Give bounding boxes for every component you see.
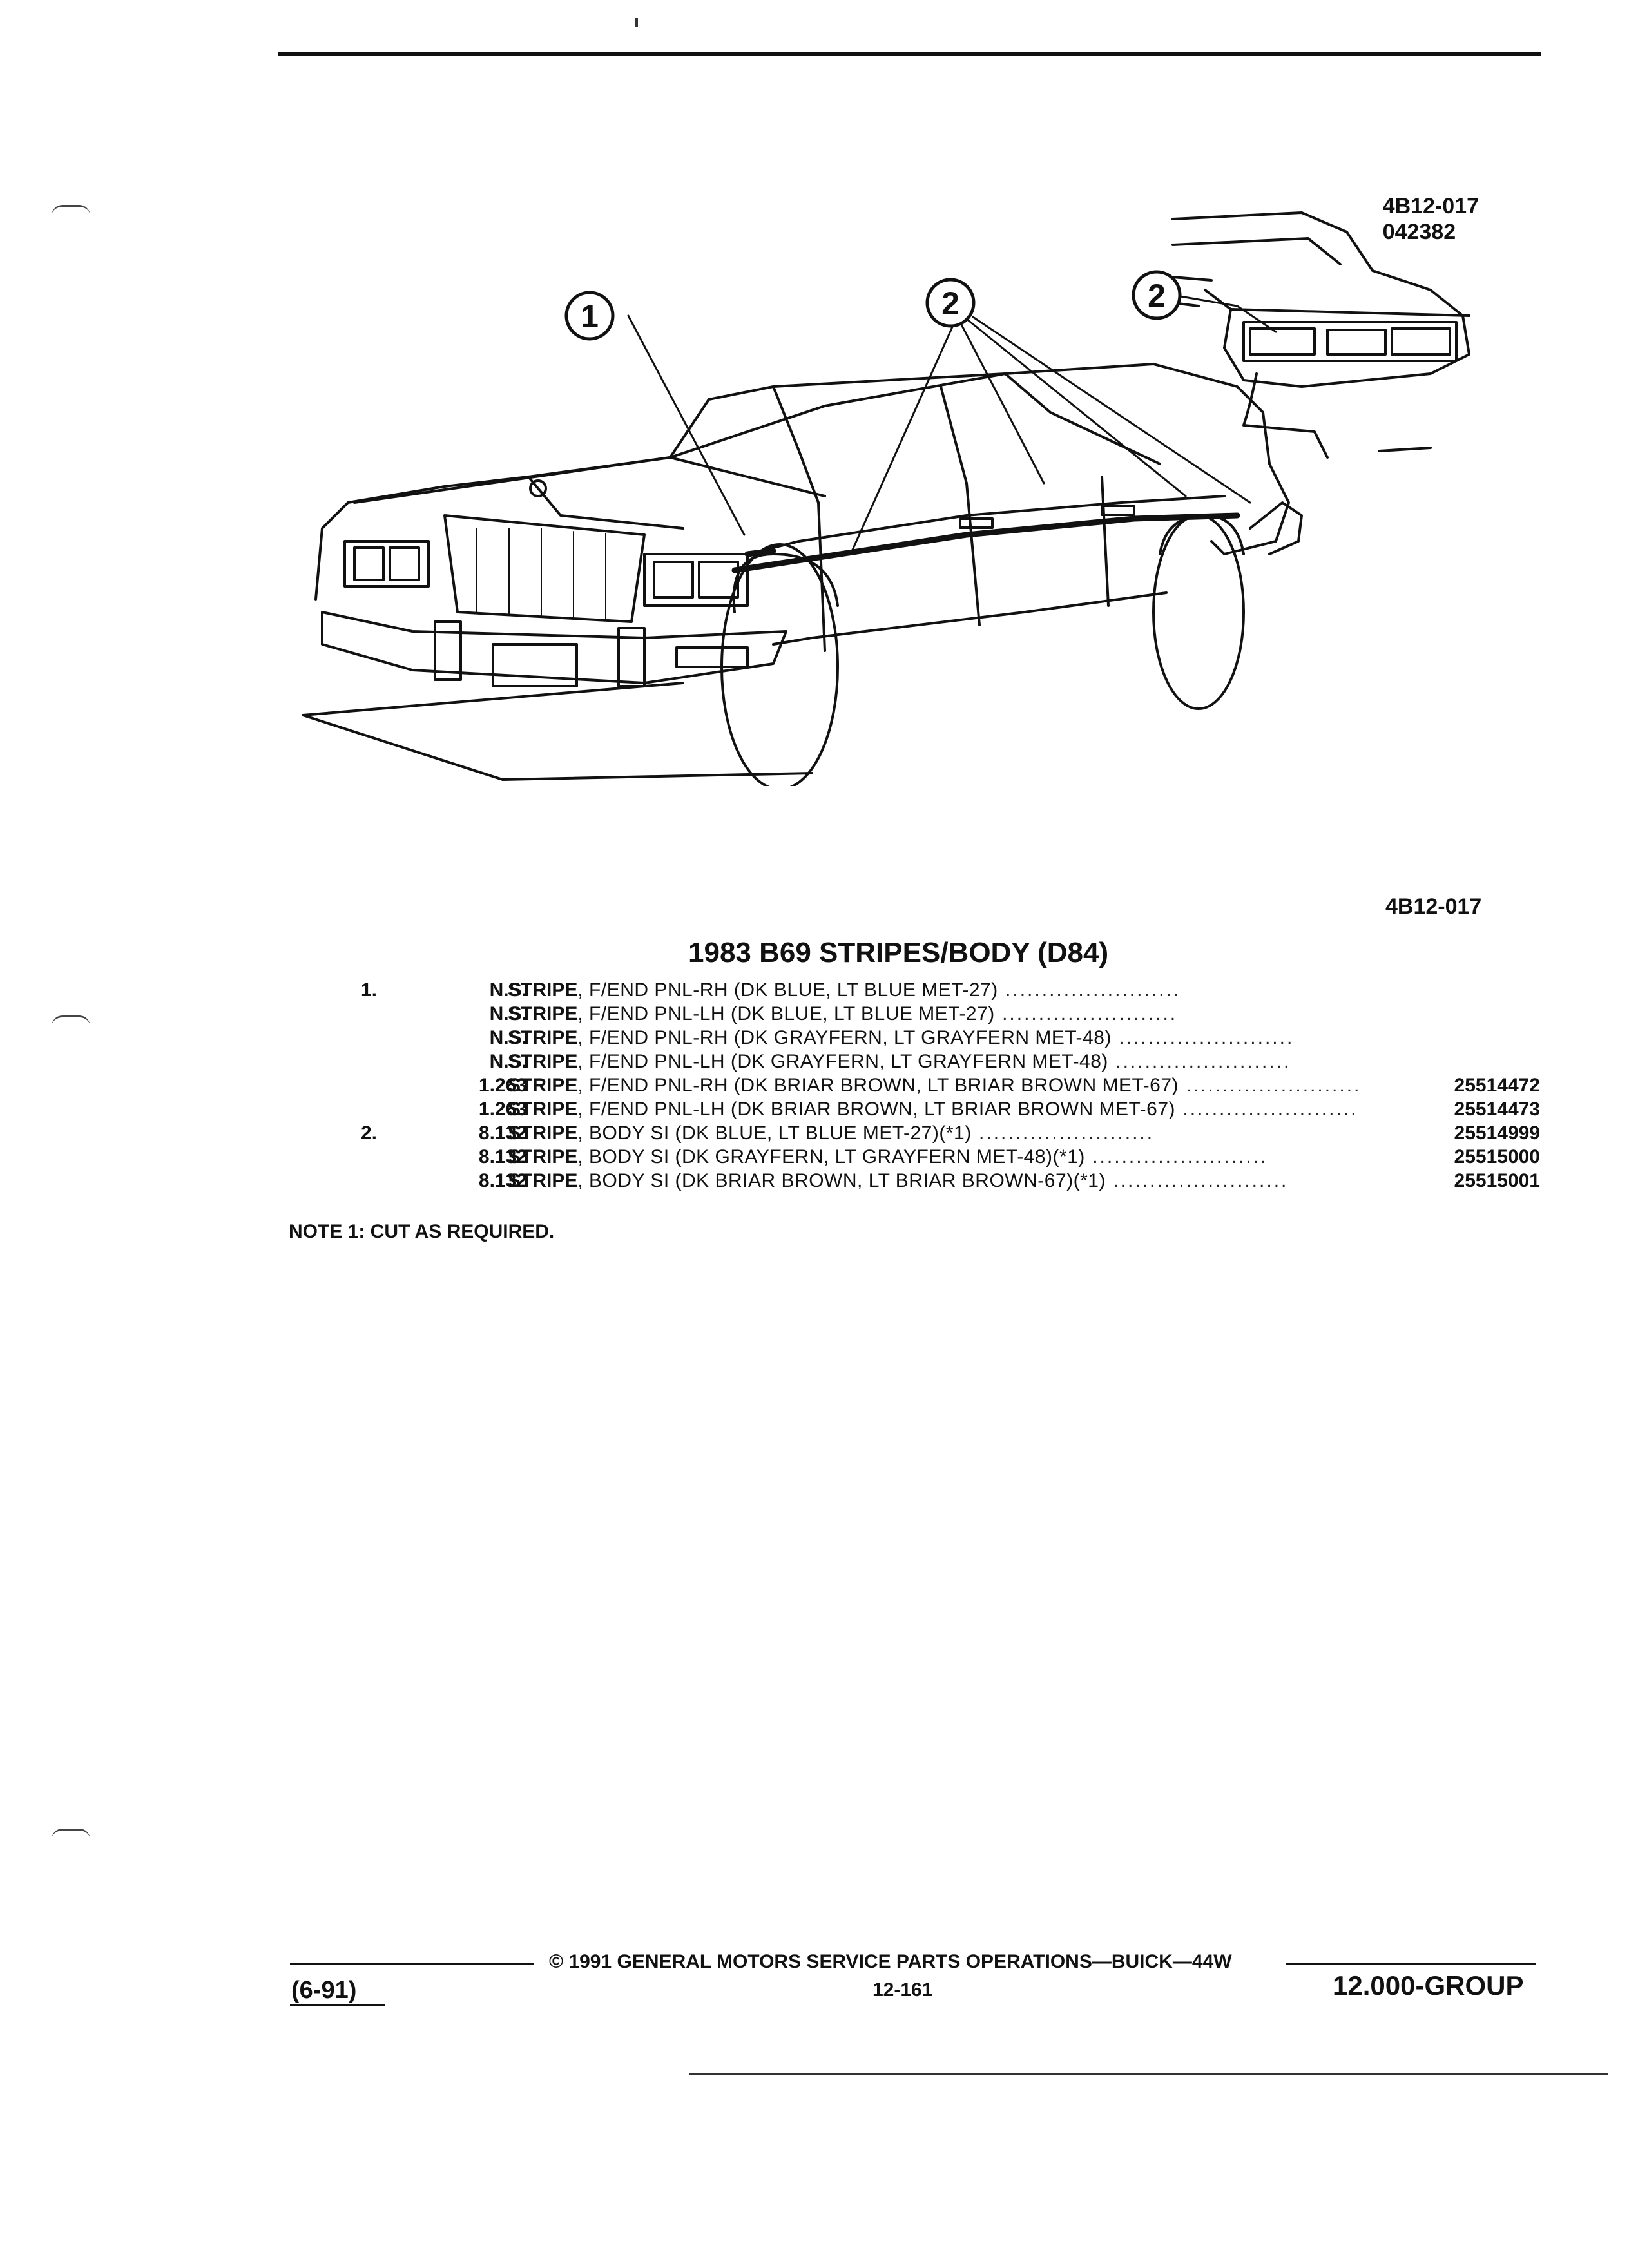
part-row: N.S.STRIPE, F/END PNL-LH (DK BLUE, LT BL…	[361, 1003, 1540, 1027]
part-description: STRIPE, BODY SI (DK GRAYFERN, LT GRAYFER…	[508, 1146, 1268, 1168]
part-description: STRIPE, BODY SI (DK BLUE, LT BLUE MET-27…	[508, 1122, 1154, 1144]
part-item-number: 1.	[361, 979, 378, 1001]
part-number: 25514999	[1454, 1122, 1540, 1144]
part-name: STRIPE	[508, 1051, 578, 1072]
part-description: STRIPE, BODY SI (DK BRIAR BROWN, LT BRIA…	[508, 1170, 1288, 1192]
part-description: STRIPE, F/END PNL-RH (DK BLUE, LT BLUE M…	[508, 979, 1181, 1001]
part-name: STRIPE	[508, 1075, 578, 1096]
part-number: 25515000	[1454, 1146, 1540, 1168]
leader-dots: ........................	[1108, 1051, 1291, 1072]
callout-1	[564, 291, 615, 341]
part-desc: , F/END PNL-RH (DK BLUE, LT BLUE MET-27)	[577, 979, 998, 1001]
part-description: STRIPE, F/END PNL-LH (DK GRAYFERN, LT GR…	[508, 1051, 1291, 1073]
callout-1-label: 1	[581, 298, 599, 334]
part-desc: , F/END PNL-RH (DK GRAYFERN, LT GRAYFERN…	[577, 1027, 1112, 1048]
part-name: STRIPE	[508, 1099, 578, 1120]
top-rule	[278, 52, 1541, 56]
figure-date: 042382	[1382, 220, 1456, 244]
part-description: STRIPE, F/END PNL-RH (DK GRAYFERN, LT GR…	[508, 1027, 1294, 1049]
footer-rule-left	[290, 1963, 534, 1965]
scan-speck	[635, 18, 638, 27]
part-number: 25514473	[1454, 1099, 1540, 1120]
part-quantity: 1.263	[478, 1099, 527, 1120]
part-quantity: 1.263	[478, 1075, 527, 1096]
part-quantity: N.S.	[489, 1003, 527, 1024]
part-quantity: 8.132	[478, 1146, 527, 1168]
callout-2-inset-label: 2	[1148, 278, 1166, 314]
figure-code-block: 4B12-017 042382	[1383, 193, 1479, 245]
leader-dots: ........................	[994, 1003, 1178, 1024]
part-item-number: 2.	[361, 1122, 378, 1144]
footer-group: 12.000-GROUP	[1333, 1970, 1524, 2001]
footer-date-underline	[290, 2004, 385, 2006]
callout-2-inset	[1132, 270, 1182, 320]
binder-hole-mark	[52, 205, 90, 216]
part-number: 25515001	[1454, 1170, 1540, 1191]
parts-list: 1.N.S.STRIPE, F/END PNL-RH (DK BLUE, LT …	[361, 979, 1540, 1194]
part-name: STRIPE	[508, 1146, 578, 1168]
part-quantity: 8.132	[478, 1170, 527, 1191]
footer-rule-right	[1286, 1963, 1536, 1965]
leader-dots: ........................	[1105, 1170, 1289, 1191]
part-quantity: N.S.	[489, 979, 527, 1001]
callout-2-label: 2	[941, 285, 959, 322]
part-name: STRIPE	[508, 1027, 578, 1048]
leader-dots: ........................	[971, 1122, 1155, 1144]
footer-copyright: © 1991 GENERAL MOTORS SERVICE PARTS OPER…	[549, 1951, 1232, 1972]
part-quantity: N.S.	[489, 1027, 527, 1048]
leader-dots: ........................	[1111, 1027, 1295, 1048]
leader-dots: ........................	[1175, 1099, 1358, 1120]
part-description: STRIPE, F/END PNL-RH (DK BRIAR BROWN, LT…	[508, 1075, 1361, 1097]
part-desc: , BODY SI (DK BLUE, LT BLUE MET-27)(*1)	[577, 1122, 972, 1144]
footer-date: (6-91)	[291, 1977, 357, 2004]
part-desc: , F/END PNL-RH (DK BRIAR BROWN, LT BRIAR…	[577, 1075, 1179, 1096]
part-desc: , F/END PNL-LH (DK BRIAR BROWN, LT BRIAR…	[577, 1099, 1176, 1120]
part-number: 25514472	[1454, 1075, 1540, 1096]
figure-code-bottom: 4B12-017	[1385, 894, 1482, 919]
note: NOTE 1: CUT AS REQUIRED.	[289, 1221, 555, 1242]
figure-code: 4B12-017	[1382, 194, 1479, 218]
callout-2	[925, 278, 976, 328]
part-row: 1. N.S.STRIPE, F/END PNL-RH (DK BLUE, LT …	[361, 979, 1540, 1003]
part-name: STRIPE	[508, 1170, 578, 1191]
binder-hole-mark	[52, 1015, 90, 1026]
part-desc: , BODY SI (DK GRAYFERN, LT GRAYFERN MET-…	[577, 1146, 1085, 1168]
part-name: STRIPE	[508, 979, 578, 1001]
leader-dots: ........................	[1179, 1075, 1362, 1096]
part-name: STRIPE	[508, 1122, 578, 1144]
bottom-rule	[689, 2073, 1608, 2075]
part-quantity: 8.132	[478, 1122, 527, 1144]
part-desc: , BODY SI (DK BRIAR BROWN, LT BRIAR BROW…	[577, 1170, 1106, 1191]
binder-hole-mark	[52, 1829, 90, 1840]
part-row: N.S.STRIPE, F/END PNL-RH (DK GRAYFERN, L…	[361, 1027, 1540, 1051]
car-stripe-illustration: 1 2 2	[302, 211, 1470, 786]
part-row: N.S.STRIPE, F/END PNL-LH (DK GRAYFERN, L…	[361, 1051, 1540, 1075]
part-description: STRIPE, F/END PNL-LH (DK BLUE, LT BLUE M…	[508, 1003, 1177, 1025]
part-name: STRIPE	[508, 1003, 578, 1024]
part-desc: , F/END PNL-LH (DK GRAYFERN, LT GRAYFERN…	[577, 1051, 1108, 1072]
part-desc: , F/END PNL-LH (DK BLUE, LT BLUE MET-27)	[577, 1003, 995, 1024]
leader-dots: ........................	[1084, 1146, 1268, 1168]
footer-page-number: 12-161	[872, 1979, 933, 2001]
leader-dots: ........................	[998, 979, 1181, 1001]
section-title: 1983 B69 STRIPES/BODY (D84)	[688, 937, 1109, 968]
part-description: STRIPE, F/END PNL-LH (DK BRIAR BROWN, LT…	[508, 1099, 1358, 1120]
part-quantity: N.S.	[489, 1051, 527, 1072]
